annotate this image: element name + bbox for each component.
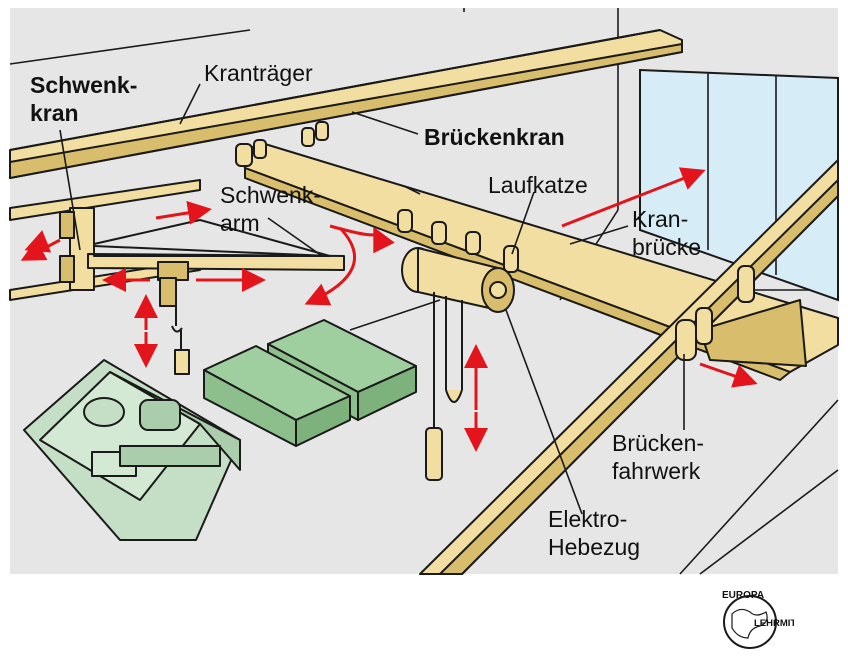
label-brückenkran: Brückenkran xyxy=(424,124,565,151)
europa-lehrmittel-logo: EUROPA LEHRMITTEL xyxy=(712,582,794,660)
label-elektrohebezug-2: Hebezug xyxy=(548,534,640,561)
label-kranbrücke-1: Kran- xyxy=(632,206,688,233)
logo-text-bottom: LEHRMITTEL xyxy=(754,618,794,629)
label-laufkatze: Laufkatze xyxy=(488,172,588,199)
label-schwenkkran-1: Schwenk- xyxy=(30,72,137,99)
label-brückenfahrwerk-2: fahrwerk xyxy=(612,458,700,485)
label-brückenfahrwerk-1: Brücken- xyxy=(612,430,704,457)
label-schwenkkran-2: kran xyxy=(30,100,79,127)
label-schwenkarm-2: arm xyxy=(220,210,260,237)
label-kranbrücke-2: brücke xyxy=(632,234,701,261)
label-kranträger: Kranträger xyxy=(204,60,313,87)
label-elektrohebezug-1: Elektro- xyxy=(548,506,627,533)
label-schwenkarm-1: Schwenk- xyxy=(220,182,321,209)
logo-text-top: EUROPA xyxy=(722,590,764,601)
